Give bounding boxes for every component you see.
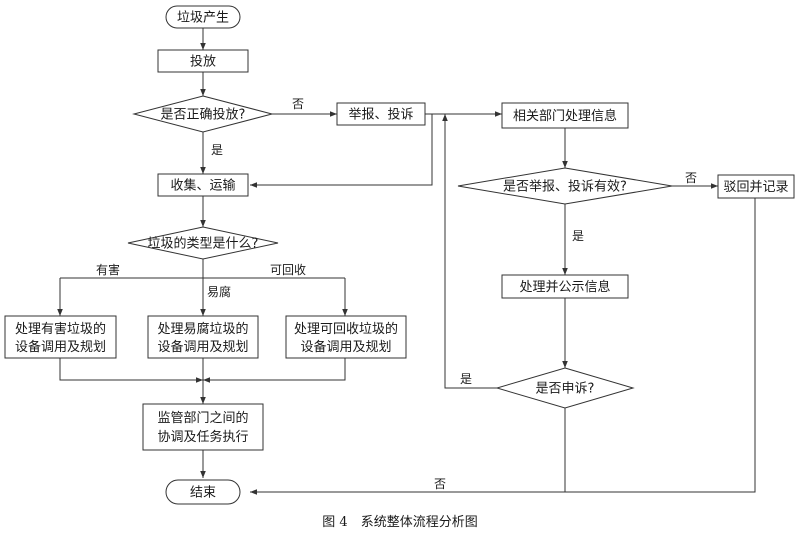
label-no-valid: 否 bbox=[685, 171, 697, 185]
label-yes-valid: 是 bbox=[572, 229, 584, 243]
svg-text:收集、运输: 收集、运输 bbox=[170, 178, 235, 194]
svg-text:驳回并记录: 驳回并记录 bbox=[723, 180, 788, 195]
label-recyclable: 可回收 bbox=[270, 263, 306, 277]
node-report: 举报、投诉 bbox=[336, 102, 426, 126]
node-start: 垃圾产生 bbox=[165, 5, 241, 29]
node-dispose: 投放 bbox=[157, 49, 249, 73]
node-perishable: 处理易腐垃圾的 设备调用及规划 bbox=[147, 315, 259, 359]
svg-text:协调及任务执行: 协调及任务执行 bbox=[157, 429, 248, 445]
node-publicize: 处理并公示信息 bbox=[501, 274, 629, 299]
edge-labels: 否 是 否 是 有害 易腐 可回收 是 否 bbox=[96, 97, 697, 491]
svg-text:是否举报、投诉有效?: 是否举报、投诉有效? bbox=[503, 179, 627, 195]
svg-text:处理有害垃圾的: 处理有害垃圾的 bbox=[15, 321, 106, 337]
svg-text:是否申诉?: 是否申诉? bbox=[536, 382, 595, 397]
label-yes-appeal: 是 bbox=[460, 372, 472, 386]
label-no-appeal: 否 bbox=[434, 477, 446, 491]
svg-text:是否正确投放?: 是否正确投放? bbox=[161, 107, 246, 123]
node-collect: 收集、运输 bbox=[157, 173, 249, 197]
svg-text:处理并公示信息: 处理并公示信息 bbox=[519, 279, 610, 295]
label-yes-correct: 是 bbox=[211, 143, 223, 157]
figure-caption: 图 4 系统整体流程分析图 bbox=[322, 515, 477, 530]
svg-text:监管部门之间的: 监管部门之间的 bbox=[157, 410, 248, 426]
node-coordination: 监管部门之间的 协调及任务执行 bbox=[142, 403, 264, 451]
node-reject: 驳回并记录 bbox=[717, 174, 795, 199]
label-hazardous: 有害 bbox=[96, 262, 120, 277]
svg-text:垃圾产生: 垃圾产生 bbox=[177, 11, 229, 26]
decision-garbage-type: 垃圾的类型是什么? bbox=[127, 226, 279, 260]
decision-appeal: 是否申诉? bbox=[495, 367, 635, 409]
svg-text:设备调用及规划: 设备调用及规划 bbox=[300, 339, 391, 355]
svg-text:设备调用及规划: 设备调用及规划 bbox=[157, 339, 248, 355]
connectors bbox=[57, 27, 756, 495]
svg-text:相关部门处理信息: 相关部门处理信息 bbox=[513, 108, 617, 124]
node-end: 结束 bbox=[165, 479, 241, 505]
node-dept-handle: 相关部门处理信息 bbox=[501, 102, 629, 129]
svg-text:处理可回收垃圾的: 处理可回收垃圾的 bbox=[294, 321, 398, 337]
svg-text:处理易腐垃圾的: 处理易腐垃圾的 bbox=[157, 321, 248, 337]
svg-text:投放: 投放 bbox=[190, 54, 216, 70]
svg-text:举报、投诉: 举报、投诉 bbox=[348, 107, 413, 123]
svg-text:结束: 结束 bbox=[190, 486, 216, 501]
svg-text:设备调用及规划: 设备调用及规划 bbox=[15, 339, 106, 355]
decision-correct-disposal: 是否正确投放? bbox=[132, 95, 274, 133]
node-recyclable: 处理可回收垃圾的 设备调用及规划 bbox=[285, 315, 407, 359]
svg-text:垃圾的类型是什么?: 垃圾的类型是什么? bbox=[148, 236, 259, 252]
node-hazardous: 处理有害垃圾的 设备调用及规划 bbox=[4, 315, 117, 359]
decision-report-valid: 是否举报、投诉有效? bbox=[457, 167, 673, 205]
label-no-correct: 否 bbox=[292, 97, 304, 111]
label-perishable: 易腐 bbox=[207, 284, 231, 299]
